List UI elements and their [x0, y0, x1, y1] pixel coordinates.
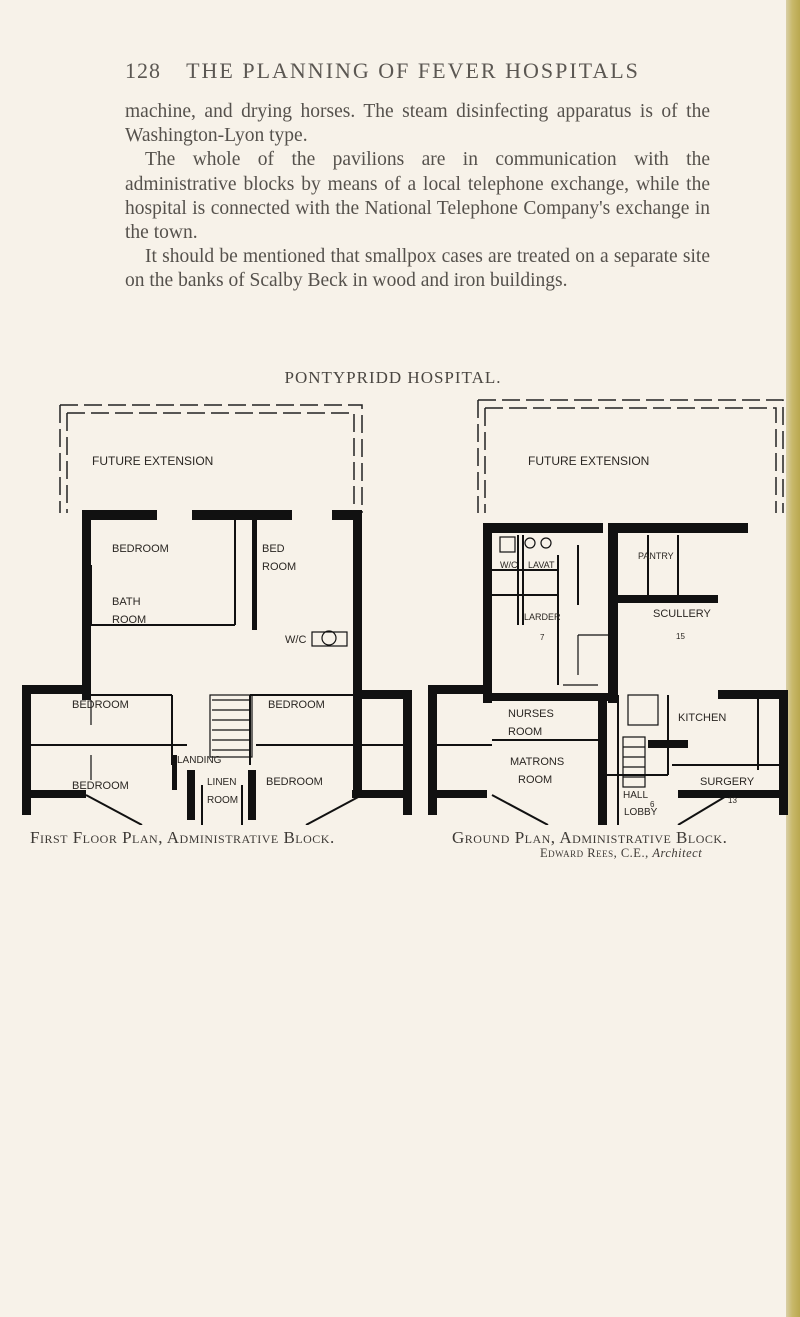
label-hall: HALL	[623, 790, 648, 801]
label-matrons: MATRONS	[510, 756, 564, 768]
label-pantry: PANTRY	[638, 551, 674, 561]
paragraph: machine, and drying horses. The steam di…	[125, 101, 710, 147]
label-scullery-dim: 15	[676, 632, 685, 641]
label-bath-room: ROOM	[112, 614, 146, 626]
body-text: machine, and drying horses. The steam di…	[125, 100, 710, 294]
page-edge	[786, 0, 800, 1317]
label-bedroom: BEDROOM	[112, 543, 169, 555]
label-lavat: LAVAT	[528, 560, 555, 570]
label-bedroom: BEDROOM	[266, 776, 323, 788]
label-scullery: SCULLERY	[653, 608, 712, 620]
ground-floor-drawing: FUTURE EXTENSION W/C LAVAT LARDER 7 PANT…	[428, 399, 788, 826]
label-linen: LINEN	[207, 777, 236, 788]
label-landing: LANDING	[177, 755, 222, 766]
label-kitchen: KITCHEN	[678, 712, 726, 724]
label-surgery: SURGERY	[700, 776, 755, 788]
label-matrons-room: ROOM	[518, 774, 552, 786]
label-future-extension: FUTURE EXTENSION	[528, 454, 649, 468]
label-nurses-room: ROOM	[508, 726, 542, 738]
caption-ground-floor: Ground Plan, Administrative Block.	[452, 828, 728, 847]
label-wc: W/C	[285, 634, 306, 646]
first-floor-drawing: FUTURE EXTENSION BEDROOM BED ROOM BATH R…	[22, 404, 412, 826]
architect-role: Architect	[652, 846, 703, 860]
architect-name: Edward Rees, C.E.,	[540, 846, 649, 860]
running-title: THE PLANNING OF FEVER HOSPITALS	[186, 58, 640, 83]
paragraph: The whole of the pavilions are in commun…	[125, 149, 710, 244]
architect-credit: Edward Rees, C.E., Architect	[540, 846, 702, 861]
label-bedroom: BEDROOM	[268, 699, 325, 711]
figure-title: PONTYPRIDD HOSPITAL.	[284, 368, 502, 387]
page-number: 128	[125, 58, 161, 83]
label-bedroom: BEDROOM	[72, 780, 129, 792]
label-bath: BATH	[112, 596, 141, 608]
label-wc: W/C	[500, 560, 518, 570]
label-lobby: LOBBY	[624, 807, 658, 818]
label-future-extension: FUTURE EXTENSION	[92, 454, 213, 468]
label-bedroom: BEDROOM	[72, 699, 129, 711]
label-nurses: NURSES	[508, 708, 554, 720]
label-room: ROOM	[262, 561, 296, 573]
running-header: 128 THE PLANNING OF FEVER HOSPITALS	[0, 58, 786, 84]
first-floor-plan: FUTURE EXTENSION BEDROOM BED ROOM BATH R…	[22, 395, 412, 826]
label-linen-room: ROOM	[207, 795, 238, 806]
label-surgery-dim: 13	[728, 796, 737, 805]
label-larder: LARDER	[524, 612, 561, 622]
label-larder-dim: 7	[540, 633, 545, 642]
label-hall-dim: 6	[650, 800, 655, 809]
label-bed: BED	[262, 543, 285, 555]
paragraph: It should be mentioned that smallpox cas…	[125, 246, 710, 292]
caption-first-floor: First Floor Plan, Administrative Block.	[30, 828, 335, 847]
ground-floor-plan: FUTURE EXTENSION W/C LAVAT LARDER 7 PANT…	[428, 395, 788, 826]
